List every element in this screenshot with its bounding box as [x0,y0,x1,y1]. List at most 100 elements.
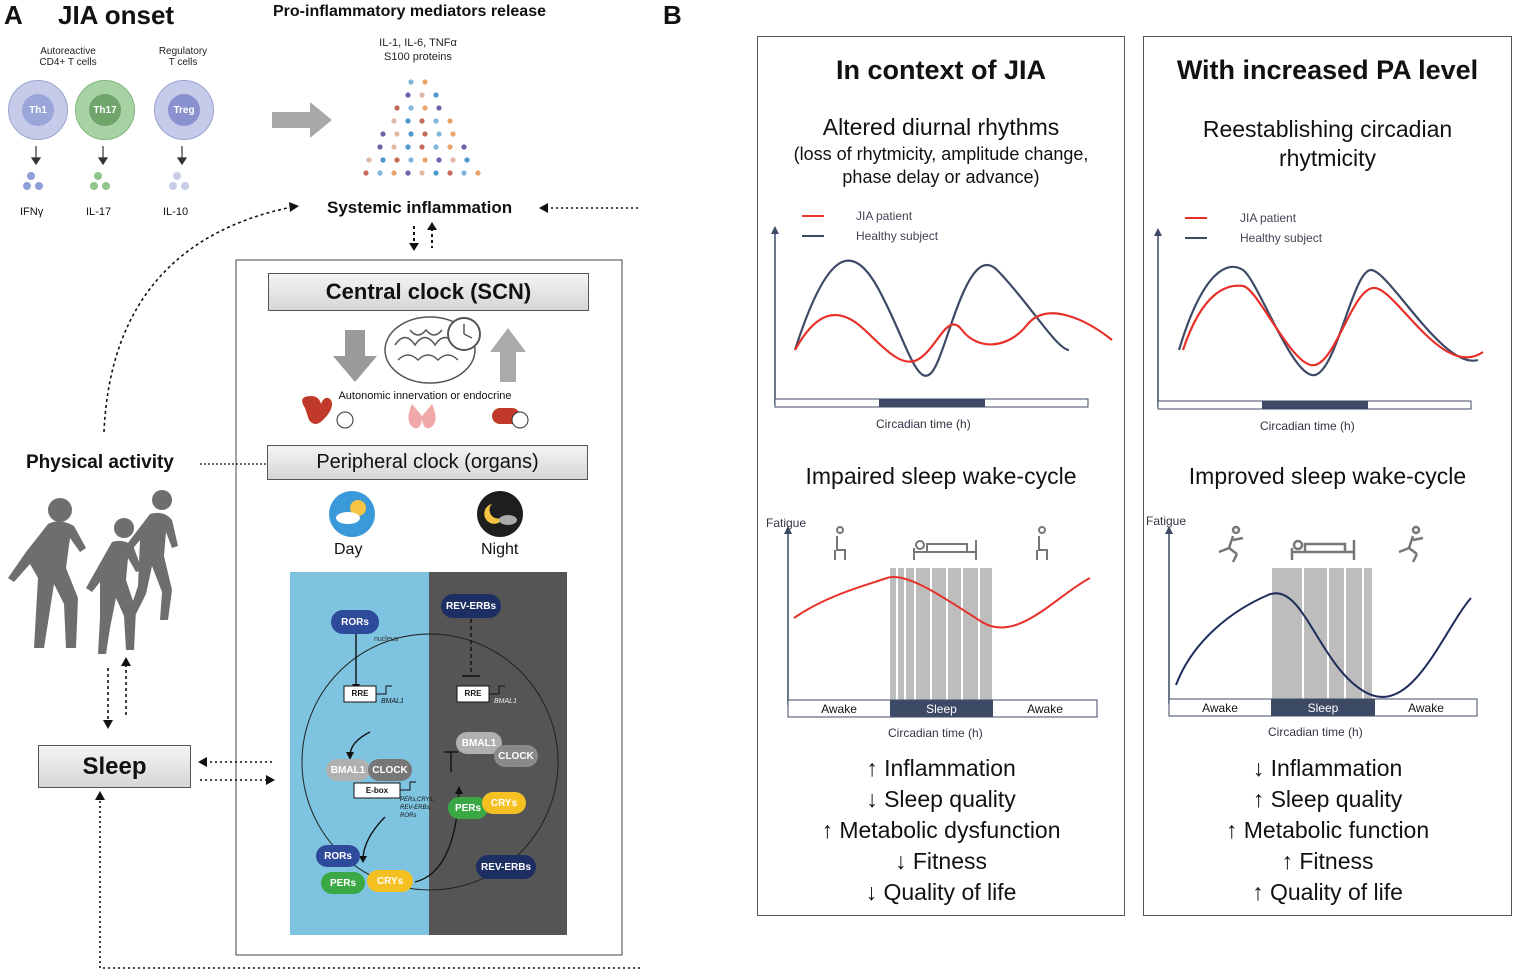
mediator-dot [380,157,386,163]
mediator-dot [447,144,453,150]
outcome-item: ↓ Quality of life [865,879,1017,905]
bmal1-left: BMAL1 [326,759,370,781]
mediator-dot [422,157,428,163]
bar-awake-1-left: Awake [821,702,857,716]
mediators-line2: S100 proteins [384,51,452,63]
day-label: Day [334,541,363,558]
impaired-sleep-title: Impaired sleep wake-cycle [805,463,1077,489]
central-clock-box: Central clock (SCN) [268,273,589,311]
mediator-dot [363,170,369,176]
pers-bottom: PERs [321,872,365,894]
outcome-item: ↓ Inflammation [1252,755,1403,781]
crys-right: CRYs [482,792,526,814]
fatigue-jia-curve [793,575,1091,629]
legend-jia-left: JIA patient [856,209,913,223]
mediator-dot [380,131,386,137]
mediators-title: Pro-inflammatory mediators release [273,3,546,20]
mediator-dot [433,170,439,176]
mediator-dot [422,105,428,111]
mediator-dot [433,144,439,150]
pa-curve [1181,284,1484,367]
xlabel-left-top: Circadian time (h) [876,417,971,431]
right-rhythm-chart [1154,217,1484,410]
sleep-label: Sleep [82,752,147,780]
time-bar-dark [1262,401,1368,409]
central-clock-label: Central clock (SCN) [325,279,532,304]
night-label: Night [481,541,519,558]
mediator-dot [394,105,400,111]
xlabel-right-bottom: Circadian time (h) [1268,725,1363,739]
rors-top: RORs [331,610,379,634]
left-rhythm-chart [771,215,1113,408]
mediator-dot [391,170,397,176]
mediator-dot [419,170,425,176]
molecular-clock-diagram [301,612,559,891]
jia-context-title: In context of JIA [835,55,1046,85]
th1-cell: Th1 [8,80,68,140]
mediator-dot [436,131,442,137]
xlabel-right-top: Circadian time (h) [1260,419,1355,433]
mediator-dot [450,131,456,137]
systemic-inflammation-label: Systemic inflammation [327,198,513,217]
reestablishing-title: Reestablishing circadian rhytmicity [1202,116,1453,171]
mediator-dot [405,92,411,98]
mediator-dot [461,170,467,176]
outcome-item: ↑ Metabolic function [1225,817,1430,843]
mediator-dot [433,118,439,124]
outcome-item: ↑ Fitness [1281,848,1374,874]
peripheral-clock-box: Peripheral clock (organs) [267,445,588,480]
sleep-box: Sleep [38,745,191,788]
mediator-dot [377,170,383,176]
mediator-dot [436,105,442,111]
legend-healthy-right: Healthy subject [1240,231,1323,245]
bar-awake-2-left: Awake [1027,702,1063,716]
mediator-dot [377,144,383,150]
cytokine-ifng: IFNγ [20,206,44,218]
outcome-item: ↑ Quality of life [1252,879,1403,905]
autonomic-label: Autonomic innervation or endocrine [338,390,512,402]
mediator-dot [475,170,481,176]
altered-rhythms-detail: (loss of rhytmicity, amplitude change, p… [793,144,1089,187]
mediator-dot [405,144,411,150]
mediator-dot [447,118,453,124]
autoreactive-label: Autoreactive CD4+ T cells [39,46,97,68]
mediator-dot [394,131,400,137]
pers-right: PERs [448,797,488,819]
th17-label: Th17 [89,94,121,126]
increased-pa-panel: With increased PA level Reestablishing c… [1143,36,1512,916]
legend-jia-right: JIA patient [1240,211,1297,225]
bar-awake-2-right: Awake [1408,701,1444,715]
panel-b-letter: B [663,0,682,30]
mediator-dot [408,105,414,111]
regulatory-label: Regulatory T cells [158,46,208,68]
jia-onset-title: JIA onset [58,0,175,30]
jia-curve [794,312,1113,363]
jia-context-panel: In context of JIA Altered diurnal rhythm… [757,36,1125,916]
mediator-dot [405,170,411,176]
rev-erbs-top: REV-ERBs [441,594,501,618]
mediator-dot [436,157,442,163]
left-outcomes: ↑ Inflammation ↓ Sleep quality ↑ Metabol… [758,753,1124,908]
treg-cell: Treg [154,80,214,140]
outcome-item: ↓ Fitness [894,848,988,874]
mediator-dot [394,157,400,163]
outcome-item: ↓ Sleep quality [866,786,1016,812]
rre-right: RRE [464,689,482,698]
peripheral-clock-label: Peripheral clock (organs) [316,451,539,473]
treg-label: Treg [168,94,200,126]
rev-erbs-bottom: REV-ERBs [476,855,536,879]
bmal1-gene-right: BMAL1 [494,698,517,705]
cytokine-il10: IL-10 [163,206,189,218]
legend-healthy-left: Healthy subject [856,229,939,243]
mediator-dot [433,92,439,98]
mediator-dot [419,144,425,150]
th17-cell: Th17 [75,80,135,140]
panel-a-letter: A [4,0,23,30]
improved-sleep-title: Improved sleep wake-cycle [1188,463,1467,489]
mediator-dot [391,118,397,124]
mediator-dot [450,157,456,163]
mediator-dot [419,118,425,124]
clock-left: CLOCK [368,759,412,781]
fatigue-pa-curve [1175,592,1472,698]
mediator-dot [391,144,397,150]
